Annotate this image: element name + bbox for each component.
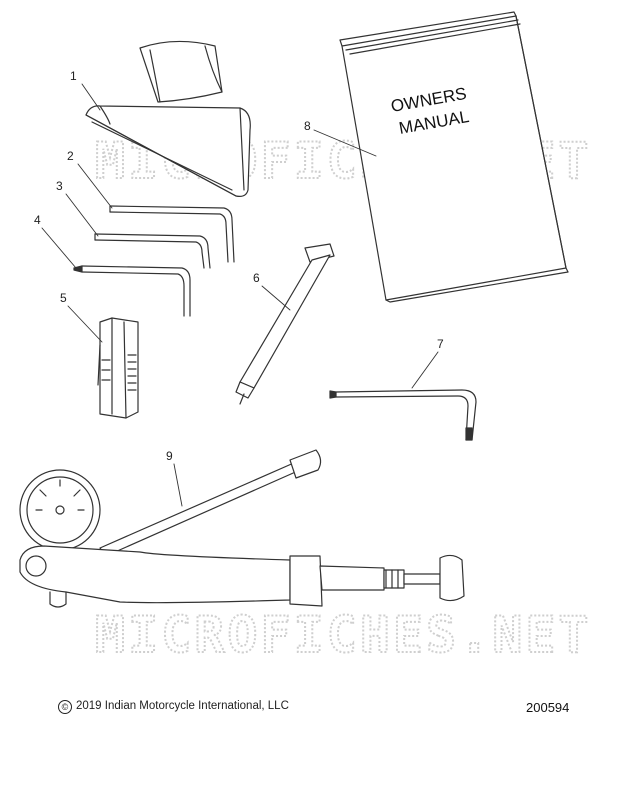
callout-2: 2 (67, 149, 74, 163)
part-8-owners-manual (339, 11, 569, 303)
part-1-tool-pouch (85, 40, 251, 197)
part-6-plug-wrench (235, 243, 335, 405)
callout-4: 4 (34, 213, 41, 227)
watermark-bottom: MICROFICHES.NET (95, 606, 592, 664)
part-2-hex-key (109, 205, 235, 263)
part-3-hex-key (94, 233, 211, 269)
copyright-icon: © (58, 700, 72, 714)
callout-7: 7 (437, 337, 444, 351)
callout-8: 8 (304, 119, 311, 133)
part-4-torx-key (73, 265, 191, 317)
part-9-suspension-pump (19, 449, 465, 608)
callout-3: 3 (56, 179, 63, 193)
callout-1: 1 (70, 69, 77, 83)
part-5-fuse-puller (97, 317, 139, 419)
copyright-text: 2019 Indian Motorcycle International, LL… (76, 700, 289, 712)
callout-5: 5 (60, 291, 67, 305)
drawing-number: 200594 (526, 700, 570, 715)
copyright-notice: © 2019 Indian Motorcycle International, L… (58, 700, 289, 714)
leader-lines (41, 83, 439, 507)
callout-9: 9 (166, 449, 173, 463)
callout-6: 6 (253, 271, 260, 285)
part-7-torx-l-key (329, 389, 477, 441)
